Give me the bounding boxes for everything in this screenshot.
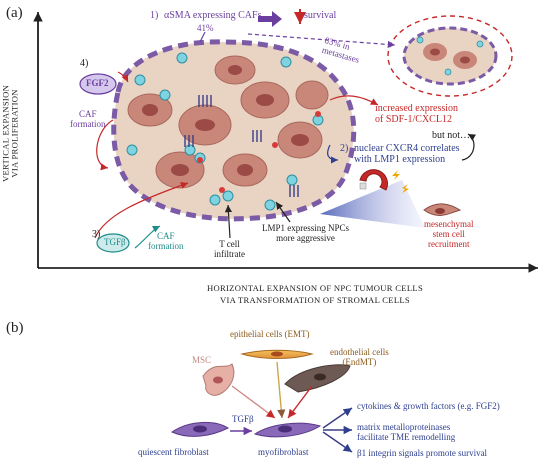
y-axis-label: VERTICAL EXPANSION VIA PROLIFERATION [0,84,20,183]
item1-number: 1) [150,10,159,21]
tgfb-label: TGFβ [104,237,126,247]
pointer-arrows [224,201,291,239]
output-mmp: matrix metalloproteinases facilitate TME… [357,422,456,442]
item4-number: 4) [80,58,89,69]
pct-41: 41% [197,23,214,33]
but-not: but not… [432,130,471,141]
red-arrows [94,71,379,239]
item1-text: αSMA expressing CAFs [164,10,262,21]
tgfb-b-label: TGFβ [232,414,254,424]
lmp1-label: LMP1 expressing NPCs more aggressive [262,223,350,243]
msc-label: MSC [192,355,212,365]
magnet [320,169,425,228]
axes [33,12,538,273]
endothelial-label: endothelial cells (EndMT) [330,347,389,367]
survival-text: survival [304,10,337,21]
output-integrin: β1 integrin signals promote survival [357,448,488,458]
item2-text: nuclear CXCR4 correlates with LMP1 expre… [354,143,460,165]
caf-formation-a: CAF formation [70,109,106,129]
tumour-mass [111,39,357,222]
x-axis-label: HORIZONTAL EXPANSION OF NPC TUMOUR CELLS… [206,283,424,306]
increased-expression: increased expression of SDF-1/CXCL12 [375,103,459,125]
item3-number: 3) [92,229,101,240]
fgf2-label: FGF2 [86,78,109,88]
panel-b-graphics [170,349,351,438]
quiescent-label: quiescent fibroblast [138,447,209,457]
caf-formation-b: CAF formation [148,231,184,251]
myofibroblast-label: myofibroblast [258,447,309,457]
tgfb-oval [96,233,130,253]
panel-b-label: (b) [6,320,24,336]
metastasis-cluster [387,15,513,97]
panel-a-label: (a) [6,5,23,21]
item2-number: 2) [340,143,349,154]
t-cell-infiltrate: T cell infiltrate [214,239,245,259]
output-cytokines: cytokines & growth factors (e.g. FGF2) [357,401,500,411]
panel-b-arrows [230,361,353,453]
fgf2-oval [79,73,117,95]
epithelial-label: epithelial cells (EMT) [230,329,310,339]
msc-recruitment: mesenchymal stem cell recruitment [424,219,474,249]
survival-arrows [199,9,396,49]
